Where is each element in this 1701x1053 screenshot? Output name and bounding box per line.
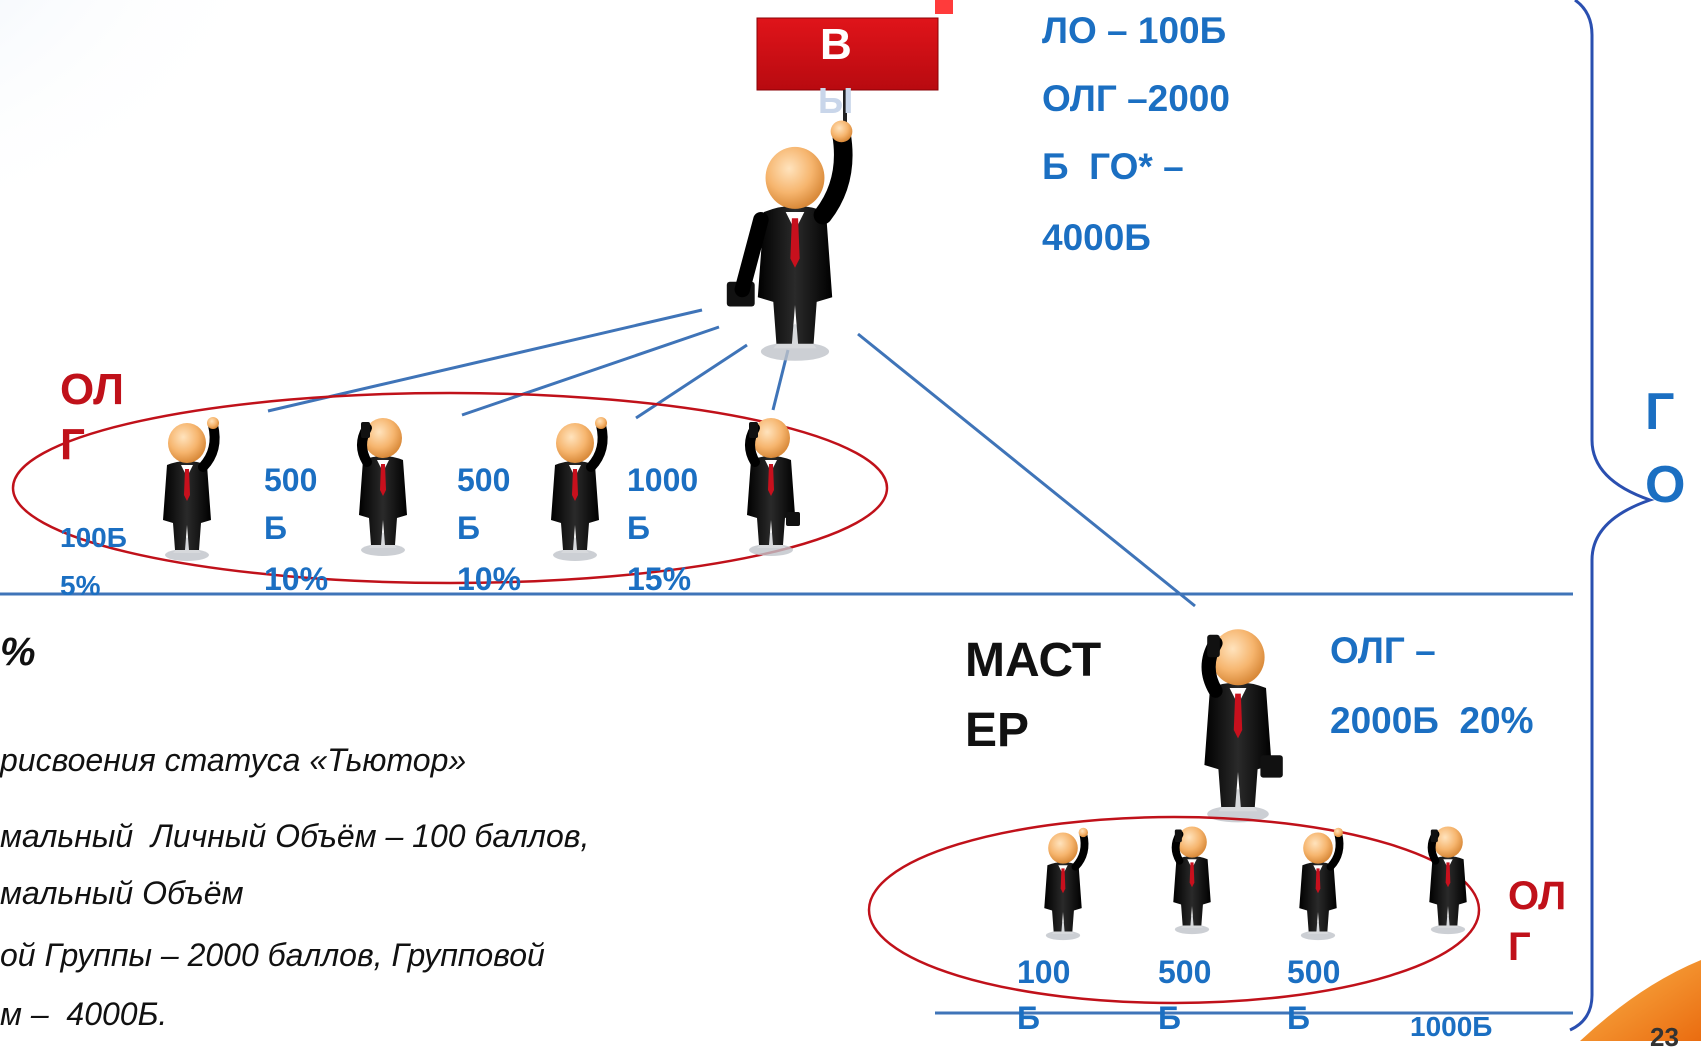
group-left-1-percent: 5% [60,570,101,601]
olg-left-ellipse [11,391,889,585]
group-right-1-a: 100 [1017,954,1071,990]
group-left-person-2 [357,418,407,556]
body-percent: % [0,630,36,674]
group-right-person-2 [1171,826,1211,935]
group-right-person-1 [1044,827,1089,941]
orange-swoosh [1580,960,1701,1041]
go-label-line1: Г [1645,383,1675,441]
group-left-2-points-a: 500 [264,462,318,498]
top-info-line1: ЛО – 100Б [1042,10,1227,51]
olg-left-line2: Г [60,420,85,469]
olg-left-line1: ОЛ [60,365,125,414]
olg-right-line2: Г [1508,925,1531,969]
go-brace [1569,0,1655,1032]
group-left-3-percent: 10% [457,561,522,597]
top-info-line3: Б ГО* – [1042,146,1184,187]
group-right-1-b: Б [1017,1000,1040,1036]
body-text-line3: мальный Объём [0,875,244,911]
group-left-3-points-b: Б [457,510,480,546]
sign-label: В [820,20,852,69]
group-right-3-a: 500 [1287,954,1341,990]
master-label-line1: МАСТ [965,634,1102,687]
group-left-person-4 [745,418,800,556]
group-left-4-points-a: 1000 [627,462,699,498]
connector-lines [267,308,1196,608]
group-right-4-a: 1000Б [1410,1011,1493,1042]
top-info-line4: 4000Б [1042,217,1151,258]
group-right-2-a: 500 [1158,954,1212,990]
go-label-line2: О [1645,456,1686,514]
body-text-line4: ой Группы – 2000 баллов, Групповой [0,937,545,973]
sign-label-overflow: Ы [818,80,854,121]
sign-board [756,17,939,91]
group-right-person-3 [1299,827,1344,941]
master-person-figure [1201,629,1283,823]
top-info-line2: ОЛГ –2000 [1042,78,1230,119]
group-left-2-percent: 10% [264,561,329,597]
group-right-2-b: Б [1158,1000,1181,1036]
group-right-person-4 [1427,826,1467,935]
group-left-4-points-b: Б [627,510,650,546]
group-left-person-3 [551,417,608,561]
master-label-line2: ЕР [965,704,1030,757]
body-text-line5: м – 4000Б. [0,996,168,1032]
group-left-1-points: 100Б [60,522,127,553]
group-left-3-points-a: 500 [457,462,511,498]
sign-corner [935,0,953,14]
olg-right-ellipse [867,815,1481,1005]
group-left-4-percent: 15% [627,561,692,597]
body-text-line1: рисвоения статуса «Тьютор» [0,742,467,778]
page-number: 23 [1650,1022,1679,1052]
group-left-2-points-b: Б [264,510,287,546]
group-right-3-b: Б [1287,1000,1310,1036]
body-text-line2: мальный Личный Объём – 100 баллов, [0,818,590,854]
top-person-figure [726,120,853,361]
master-olg-line1: ОЛГ – [1330,630,1436,671]
olg-right-line1: ОЛ [1508,874,1567,918]
master-olg-line2: 2000Б 20% [1330,700,1534,741]
group-left-person-1 [163,417,220,561]
